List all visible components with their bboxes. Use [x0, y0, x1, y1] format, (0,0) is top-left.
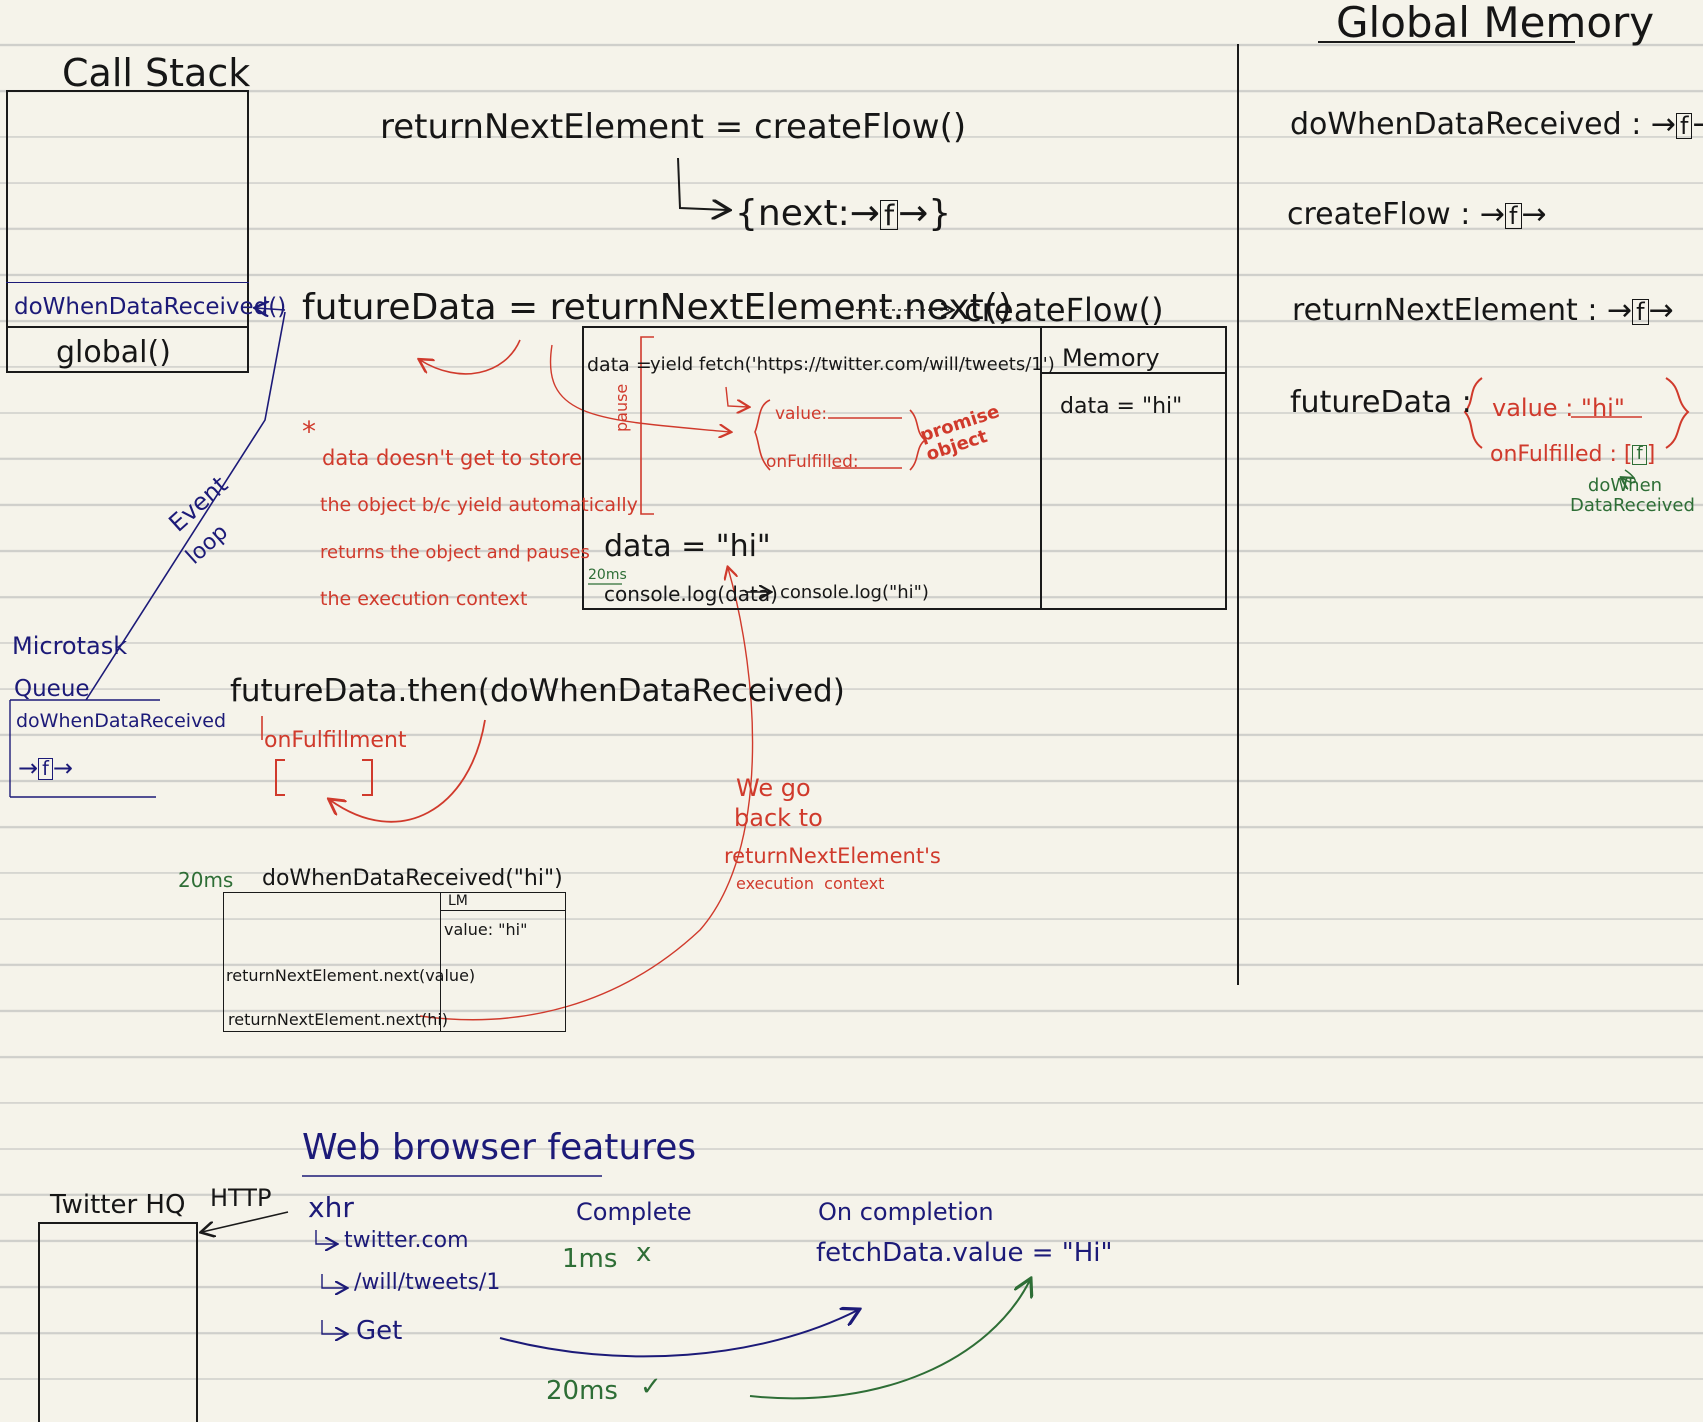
createflow-return-arrow: [677, 157, 728, 210]
http-label: HTTP: [210, 1184, 272, 1212]
dwdr-title: doWhenDataReceived("hi"): [262, 866, 563, 891]
dwdr-line-1: returnNextElement.next(value): [226, 966, 476, 985]
createflow-memory-title: Memory: [1062, 344, 1160, 372]
main-line-3-target: createFlow(): [964, 291, 1164, 329]
createflow-data-hi: data = "hi": [604, 529, 771, 564]
createflow-console-line: console.log(data): [604, 582, 778, 606]
futuredata-onfulfilled-row: onFulfilled : [f]: [1490, 442, 1656, 467]
createflow-time-20ms: 20ms: [588, 567, 627, 583]
call-stack-box: [6, 90, 249, 373]
function-icon: f: [38, 758, 53, 780]
main-line-2: {next:→f→}: [735, 193, 952, 234]
fetch-data-value: fetchData.value = "Hi": [816, 1238, 1113, 1268]
futuredata-onfulfilled-note: doWhen DataReceived: [1570, 475, 1695, 516]
yield-return-arrow: [420, 339, 521, 375]
memory-item-name: doWhenDataReceived: [1290, 107, 1622, 142]
xhr-url-1: twitter.com: [344, 1228, 469, 1253]
memory-item-name: futureData: [1290, 385, 1453, 420]
futuredata-value-row: value : "hi": [1492, 394, 1625, 422]
yield-note-star: *: [302, 415, 316, 448]
global-memory-item-createflow: createFlow : →f→: [1287, 197, 1547, 232]
createflow-data-label: data =: [587, 354, 652, 376]
20ms-to-value-arrow: [749, 1280, 1030, 1400]
createflow-console-result: console.log("hi"): [780, 582, 929, 603]
yield-note-line-1: data doesn't get to store: [322, 446, 583, 470]
futuredata-value-label: value: [1492, 394, 1558, 422]
go-back-note-line-4: execution context: [736, 874, 885, 893]
yield-note-line-4: the execution context: [320, 588, 528, 610]
web-browser-title: Web browser features: [302, 1127, 697, 1168]
call-stack-frame-dowhendatareceived: doWhenDataReceived(): [14, 294, 287, 320]
function-icon: f: [879, 199, 899, 231]
call-stack-frame-global-label: global(): [56, 335, 171, 370]
promise-onfulfilled-label: onFulfilled:: [766, 452, 859, 472]
createflow-context-box: [582, 326, 1227, 610]
dwdr-memory-box: [440, 892, 566, 1032]
global-memory-item-dowhendatareceived: doWhenDataReceived : →f→: [1290, 110, 1703, 140]
dwdr-context-box: [223, 892, 566, 1032]
go-back-note-line-2: back to: [734, 804, 823, 832]
xhr-branch-2: [321, 1274, 346, 1288]
then-line: futureData.then(doWhenDataReceived): [230, 673, 845, 709]
xhr-branch-1: [315, 1230, 336, 1244]
complete-20ms: 20ms: [546, 1376, 618, 1406]
global-memory-item-returnnextelement: returnNextElement : →f→: [1292, 293, 1674, 328]
call-stack-title: Call Stack: [62, 51, 251, 95]
microtask-title-2: Queue: [14, 676, 90, 702]
dwdr-line-2: returnNextElement.next(hi): [228, 1010, 449, 1029]
complete-x-mark: x: [636, 1238, 652, 1268]
call-stack-frame-global: [6, 326, 249, 373]
promise-value-label: value:: [775, 404, 828, 424]
createflow-memory-divider: [1040, 372, 1227, 374]
function-icon: f: [1632, 445, 1647, 465]
global-memory-item-futuredata: futureData :: [1290, 385, 1472, 420]
onfulfillment-bracket-left: [275, 759, 285, 796]
microtask-title-1: Microtask: [12, 632, 128, 660]
microtask-item-function: →f→: [18, 754, 73, 782]
complete-label: Complete: [576, 1198, 692, 1226]
http-arrow: [202, 1211, 289, 1232]
xhr-branch-3: [321, 1320, 346, 1334]
xhr-url-2: /will/tweets/1: [354, 1270, 501, 1295]
function-icon: f: [1505, 202, 1522, 229]
futuredata-value: "hi": [1580, 394, 1625, 422]
dwdr-lm-label: LM: [448, 893, 468, 909]
complete-check-mark: ✓: [640, 1372, 662, 1402]
go-back-note-line-1: We go: [736, 774, 811, 802]
createflow-memory-item: data = "hi": [1060, 394, 1183, 419]
xhr-label: xhr: [308, 1191, 354, 1224]
yield-note-line-3: returns the object and pauses: [320, 542, 590, 563]
dwdr-memory-divider: [440, 910, 566, 911]
main-line-1: returnNextElement = createFlow(): [380, 107, 967, 147]
futuredata-onfulfilled-label: onFulfilled: [1490, 442, 1603, 467]
get-to-completion-arrow: [499, 1310, 858, 1358]
memory-item-name: createFlow: [1287, 197, 1451, 232]
global-memory-title: Global Memory: [1336, 0, 1655, 47]
dwdr-lm-value: value: "hi": [444, 920, 528, 939]
yield-note-line-2: the object b/c yield automatically: [320, 494, 638, 516]
dwdr-time: 20ms: [178, 868, 234, 892]
function-icon: f: [1632, 298, 1649, 325]
createflow-memory-box: [1040, 326, 1227, 610]
twitter-hq-label: Twitter HQ: [50, 1190, 186, 1220]
xhr-method: Get: [356, 1316, 403, 1346]
createflow-yield-line: yield fetch('https://twitter.com/will/tw…: [650, 354, 1055, 375]
memory-item-name: returnNextElement: [1292, 293, 1578, 328]
onfulfillment-bracket-right: [362, 759, 373, 796]
complete-1ms: 1ms: [562, 1244, 618, 1274]
next-object-prefix: {next:: [735, 193, 850, 234]
function-icon: f: [1676, 112, 1693, 139]
on-completion-label: On completion: [818, 1198, 994, 1226]
on-fulfillment-label: onFulfillment: [264, 728, 407, 753]
main-line-3: futureData = returnNextElement.next(): [302, 287, 1012, 328]
microtask-item: doWhenDataReceived: [16, 710, 227, 732]
futuredata-right-brace: [1665, 377, 1690, 449]
go-back-note-line-3: returnNextElement's: [724, 844, 941, 868]
pause-label: pause: [612, 383, 631, 432]
next-object-suffix: }: [928, 193, 952, 234]
twitter-hq-box: [38, 1222, 198, 1422]
